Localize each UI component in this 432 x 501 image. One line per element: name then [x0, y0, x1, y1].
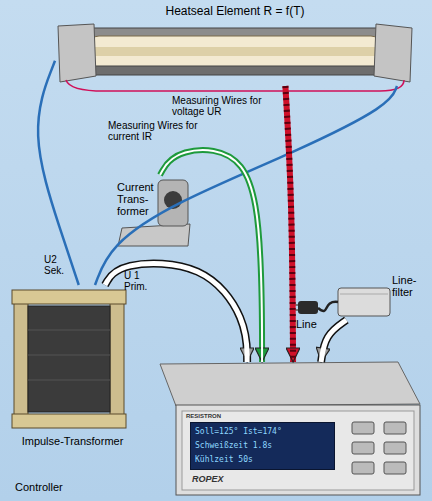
node-text: Schweißzeit 1.8s	[195, 441, 332, 450]
wire-path	[160, 150, 262, 362]
element-clamp	[58, 24, 96, 82]
wire-path	[285, 86, 293, 362]
panel-button	[384, 462, 406, 474]
node-text: Kühlzeit 50s	[195, 455, 332, 464]
current-transformer: Current Trans- former	[115, 175, 190, 247]
transformer-core	[158, 180, 188, 226]
part-label: Line	[296, 318, 326, 330]
wire-label: Measuring Wires for voltage UR	[172, 95, 280, 117]
panel-button	[352, 442, 374, 454]
panel-button	[384, 442, 406, 454]
wire-path	[105, 263, 247, 362]
wire-label: U 1 Prim.	[124, 270, 158, 292]
filter-edge	[340, 294, 388, 295]
wire-path	[285, 86, 293, 362]
wire-label: Measuring Wires for current IR	[108, 120, 220, 142]
controller: Soll=125° Ist=174° Schweißzeit 1.8sKühlze…	[150, 362, 422, 497]
mains-plug	[298, 301, 318, 314]
heatseal-element: Heatseal Element R = f(T)	[55, 2, 415, 86]
wire-path	[160, 150, 262, 362]
panel-button	[384, 422, 406, 434]
wire-label: U2 Sek.	[44, 254, 74, 276]
wire-connector	[160, 150, 262, 362]
element-bar	[70, 66, 400, 75]
element-clamp	[374, 24, 412, 82]
wire-connector	[95, 86, 397, 285]
controller-top	[160, 362, 420, 406]
part-label: Controller	[15, 481, 105, 493]
filter-box	[338, 288, 390, 316]
measuring-wire	[66, 80, 404, 91]
wire-path	[38, 61, 79, 285]
transformer-coil	[28, 306, 110, 412]
wire-connector	[321, 320, 346, 362]
wire-connector	[38, 61, 79, 285]
transformer-plate	[12, 414, 126, 428]
impulse-transformer: Impulse-Transformer	[10, 285, 135, 450]
coil-winding	[28, 355, 110, 356]
node-text: RESISTRON	[186, 413, 276, 420]
wire-path	[95, 86, 397, 285]
controller-display: Soll=125° Ist=174° Schweißzeit 1.8sKühlze…	[190, 422, 335, 470]
node-text: Current Trans- former	[117, 181, 161, 217]
wire-path	[321, 320, 346, 362]
transformer-yoke	[14, 300, 28, 418]
coil-winding	[28, 380, 110, 381]
panel-button	[352, 422, 374, 434]
controller-panel	[182, 411, 414, 490]
coil-winding	[28, 330, 110, 331]
power-cord	[318, 302, 338, 311]
transformer-plate	[12, 290, 126, 304]
node-text: Impulse-Transformer	[10, 435, 135, 447]
line-filter: Line- filter	[332, 272, 428, 320]
wire-connector	[105, 263, 247, 362]
panel-button	[352, 462, 374, 474]
wire-path	[321, 320, 346, 362]
node-text: Line- filter	[392, 274, 428, 298]
heatseal-band	[92, 47, 378, 56]
node-text: ROPEX	[192, 474, 262, 484]
wire-connector	[285, 86, 293, 362]
heatseal-tube	[85, 36, 385, 68]
node-text: Soll=125° Ist=174°	[195, 427, 332, 436]
node-text: Heatseal Element R = f(T)	[55, 5, 415, 18]
controller-front	[176, 405, 420, 495]
transformer-yoke	[110, 300, 124, 418]
wire-path	[105, 263, 247, 362]
